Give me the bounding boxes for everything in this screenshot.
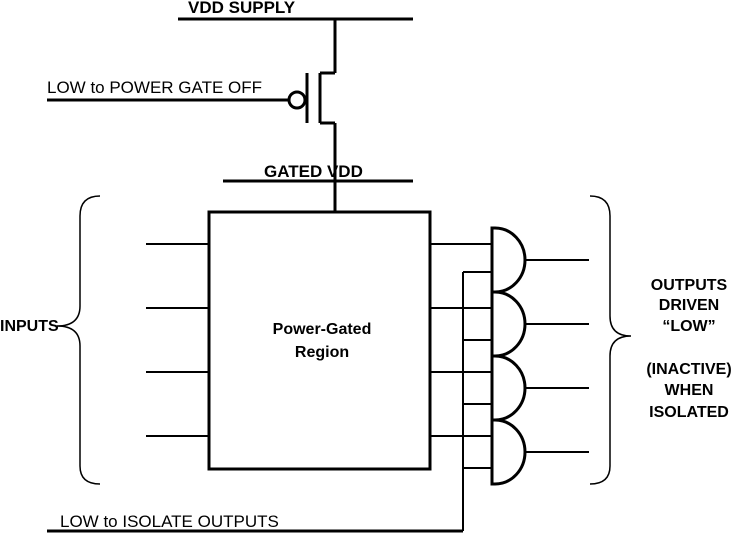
inputs-brace: [56, 195, 101, 485]
outputs-label-line6: ISOLATED: [649, 404, 729, 421]
outputs-label: OUTPUTS DRIVEN “LOW” (INACTIVE) WHEN ISO…: [646, 277, 731, 421]
pmos-power-switch: [47, 19, 337, 212]
and-gate-1: [490, 226, 527, 294]
isolate-control-label: LOW to ISOLATE OUTPUTS: [60, 512, 279, 531]
outputs-label-line4: (INACTIVE): [646, 361, 731, 378]
gate-inversion-bubble: [287, 90, 307, 110]
power-gated-region-box: [207, 210, 432, 471]
isolation-control-bus: [47, 271, 492, 533]
gate-output-wires: [525, 259, 589, 453]
power-gate-control-label: LOW to POWER GATE OFF: [47, 78, 262, 97]
and-gate-4: [490, 418, 527, 486]
region-label-line1: Power-Gated: [273, 321, 372, 338]
vdd-supply-label: VDD SUPPLY: [188, 0, 296, 17]
gated-vdd-label: GATED VDD: [264, 162, 363, 181]
region-output-wires: [430, 243, 492, 437]
outputs-label-line2: DRIVEN: [659, 297, 719, 314]
outputs-label-line1: OUTPUTS: [651, 277, 728, 294]
and-gate-2: [490, 290, 527, 358]
and-gate-3: [490, 354, 527, 422]
region-label-line2: Region: [295, 344, 349, 361]
outputs-label-line5: WHEN: [665, 382, 714, 399]
input-wires: [146, 243, 209, 437]
outputs-brace: [589, 195, 632, 485]
inputs-label: INPUTS: [0, 318, 59, 335]
outputs-label-line3: “LOW”: [662, 318, 715, 335]
